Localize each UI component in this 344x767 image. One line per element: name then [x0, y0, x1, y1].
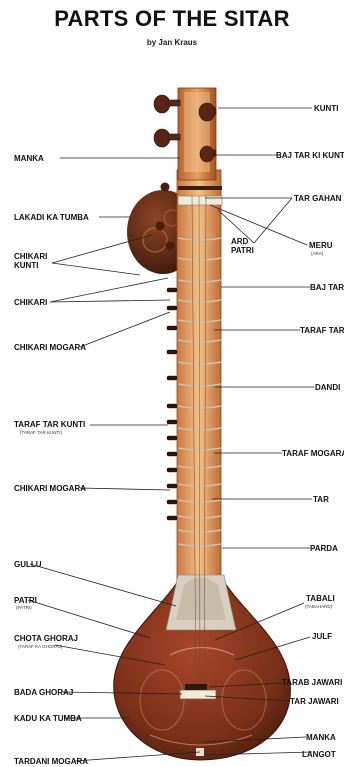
label-julf: JULF	[312, 632, 332, 641]
label-ard-patri: ARD PATRI	[231, 237, 254, 255]
label-tarab-jawari: TARAB JAWARI	[282, 678, 342, 687]
label-patri-left-sub: (PATRI)	[16, 605, 32, 610]
label-tabali: TABALI	[306, 594, 335, 603]
label-tardani-mogara: TARDANI MOGARA	[14, 757, 88, 766]
label-tar: TAR	[313, 495, 329, 504]
label-chota-ghoraj-sub: (TARAF KA GHORAJ)	[18, 644, 62, 649]
label-tar-gahan: TAR GAHAN	[294, 194, 341, 203]
label-dandi: DANDI	[315, 383, 340, 392]
label-baj-tar-ki-kunti: BAJ TAR KI KUNTI	[276, 151, 344, 160]
label-chikari-mogara-1: CHIKARI MOGARA	[14, 343, 86, 352]
bada-ghoraj-shape	[180, 690, 216, 699]
label-lakadi-ka-tumba: LAKADI KA TUMBA	[14, 213, 89, 222]
label-gullu: GULLU	[14, 560, 42, 569]
label-chota-ghoraj: CHOTA GHORAJ	[14, 634, 78, 643]
label-chikari-kunti: CHIKARI KUNTI	[14, 252, 47, 270]
label-baj-tar: BAJ TAR	[310, 283, 344, 292]
label-langot: LANGOT	[302, 750, 336, 759]
label-taraf-tar-kunti: TARAF TAR KUNTI	[14, 420, 85, 429]
label-manka-bottom: MANKA	[306, 733, 336, 742]
label-chikari-mogara-2: CHIKARI MOGARA	[14, 484, 86, 493]
label-tar-jawari: TAR JAWARI	[290, 697, 339, 706]
label-bada-ghoraj: BADA GHORAJ	[14, 688, 73, 697]
label-tabali-sub: (TABAHARD)	[305, 604, 332, 609]
label-chikari: CHIKARI	[14, 298, 47, 307]
label-taraf-tar: TARAF TAR	[300, 326, 344, 335]
label-meru: MERU	[309, 241, 333, 250]
label-meru-sub: (ARA)	[311, 251, 323, 256]
label-parda: PARDA	[310, 544, 338, 553]
label-kunti: KUNTI	[314, 104, 338, 113]
label-taraf-tar-kunti-sub: (TARAF TAR KUNTI)	[20, 430, 62, 435]
taraf-tar-kunti-pegs	[167, 288, 177, 520]
label-kadu-ka-tumba: KADU KA TUMBA	[14, 714, 82, 723]
label-taraf-mogara: TARAF MOGARA	[282, 449, 344, 458]
label-patri-left: PATRI	[14, 596, 37, 605]
label-manka-top: MANKA	[14, 154, 44, 163]
